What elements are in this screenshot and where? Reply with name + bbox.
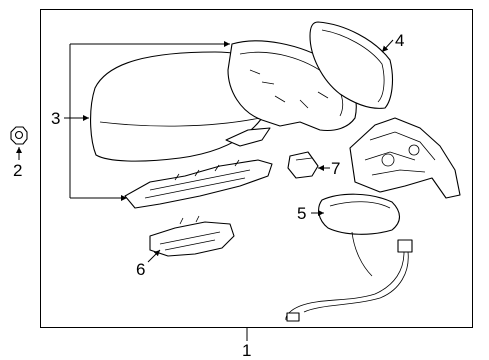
- leader-line-6: [147, 249, 161, 263]
- part-5-base-harness: [285, 193, 413, 322]
- mirror-actuator: [349, 117, 461, 199]
- part-7-lamp-socket: [287, 151, 319, 179]
- callout-5: 5: [297, 204, 306, 223]
- leader-line-4: [381, 39, 394, 53]
- part-6-side-turn-lamp: [149, 215, 235, 257]
- callout-3: 3: [51, 109, 60, 128]
- assembly-frame: [40, 9, 473, 328]
- part-2-nut: [10, 126, 28, 145]
- callout-6: 6: [136, 260, 145, 279]
- part-4-mirror-glass: [309, 21, 394, 109]
- callout-1: 1: [242, 341, 251, 360]
- callout-2: 2: [13, 161, 22, 180]
- callout-4: 4: [395, 31, 404, 50]
- part-3-mirror-cover: [90, 51, 273, 162]
- part-3-lower-garnish: [124, 159, 273, 209]
- callout-7: 7: [331, 159, 340, 178]
